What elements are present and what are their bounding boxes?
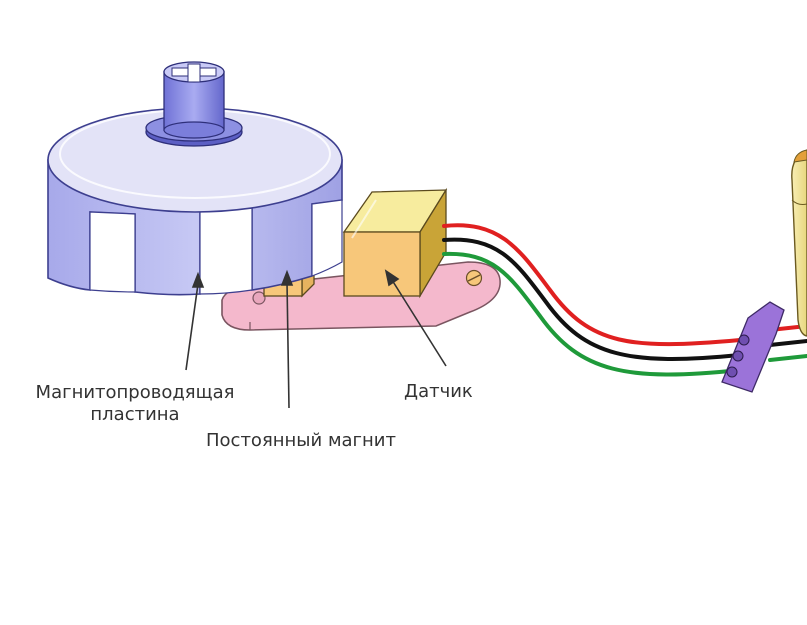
- rotor-shutter: [47, 61, 343, 296]
- signal-wires: [442, 223, 807, 377]
- label-sensor: Датчик: [404, 381, 473, 402]
- label-magnetic-plate: Магнитопроводящая пластина: [10, 382, 260, 426]
- leader-plate: [185, 283, 199, 371]
- leader-magnet: [286, 281, 290, 409]
- mounting-screw-left: [252, 291, 266, 305]
- wire-red: [442, 223, 742, 347]
- wire-connector: [721, 301, 785, 393]
- leader-sensor: [391, 279, 447, 367]
- label-magnetic-plate-line2: пластина: [90, 404, 180, 425]
- hall-sensor: [342, 187, 448, 299]
- wire-green: [442, 251, 742, 377]
- leader-lines: [185, 269, 447, 409]
- label-permanent-magnet: Постоянный магнит: [206, 430, 396, 451]
- wire-black: [442, 237, 742, 361]
- label-magnetic-plate-line1: Магнитопроводящая: [35, 382, 235, 403]
- ignition-coil-partial: [791, 149, 807, 337]
